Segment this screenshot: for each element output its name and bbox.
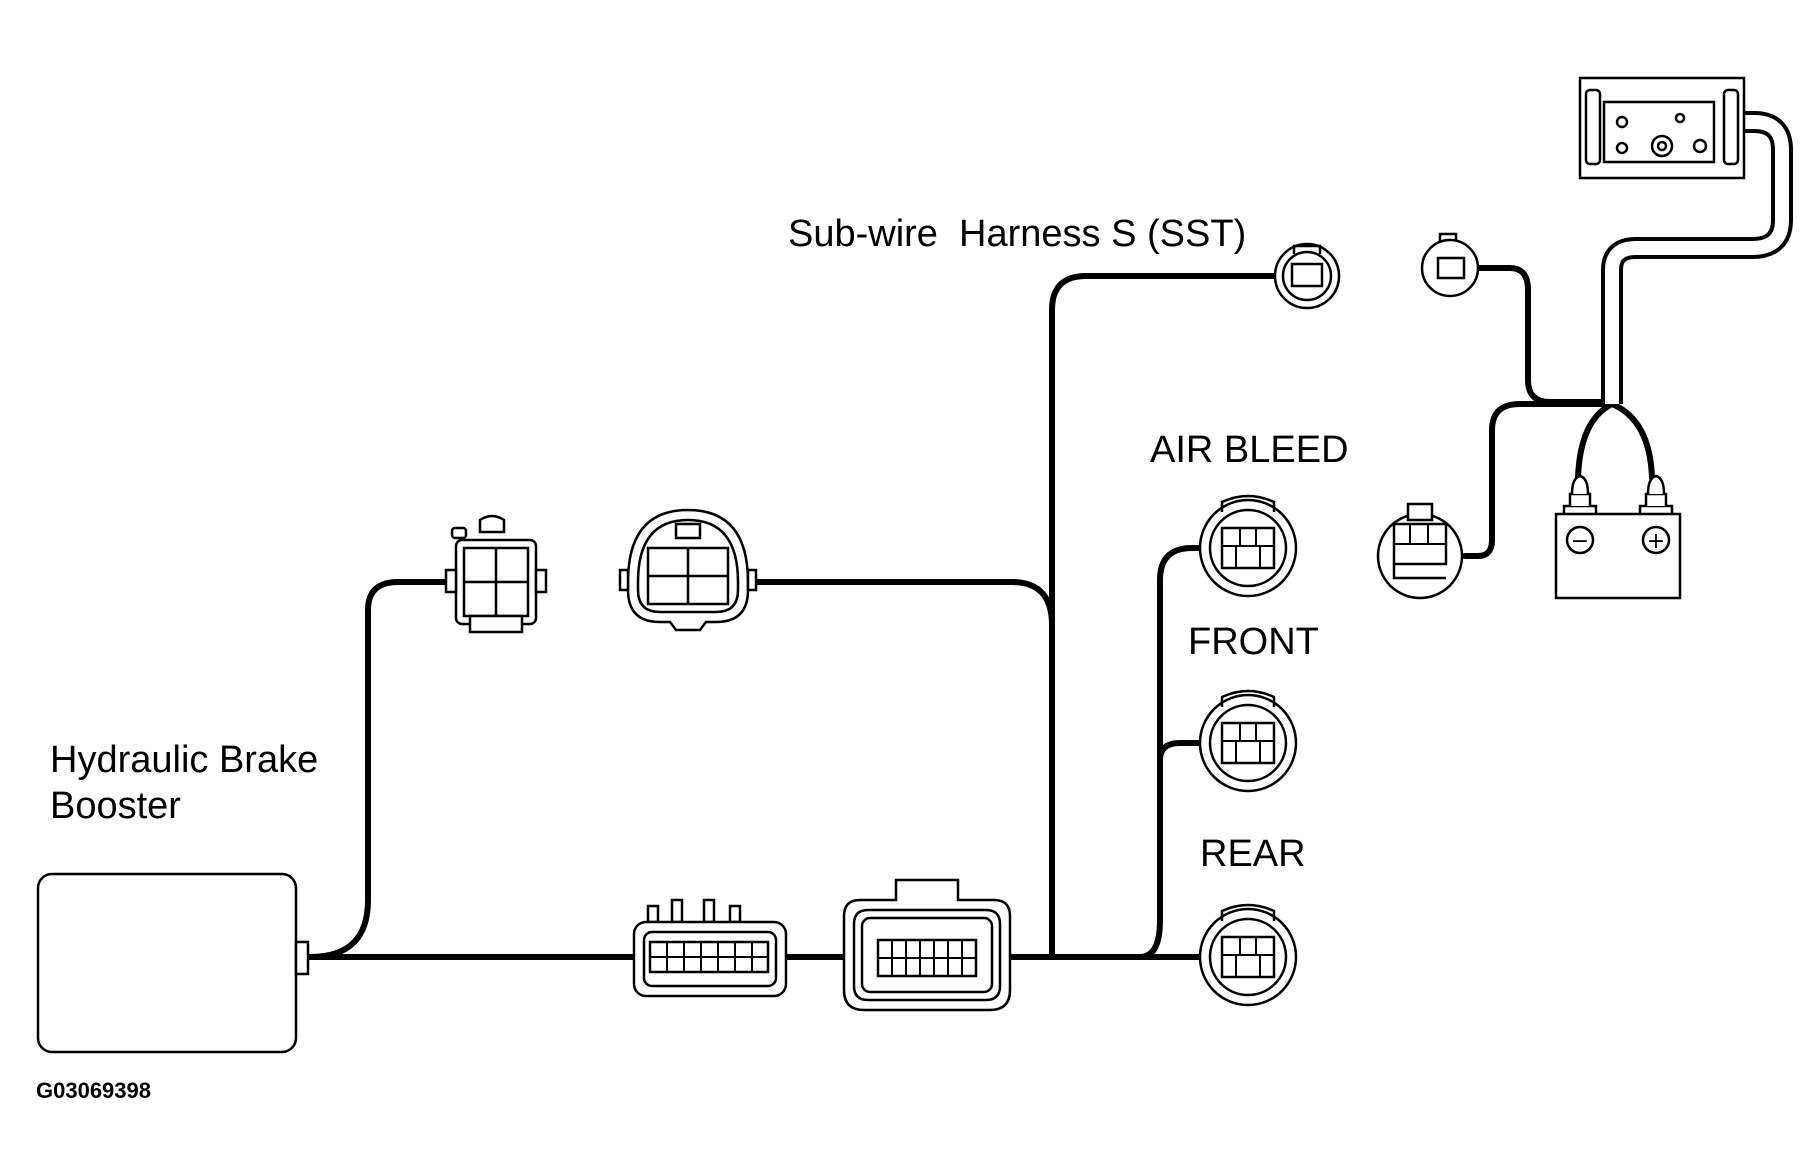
wire-battery-negative	[1575, 401, 1615, 481]
label-front: FRONT	[1188, 621, 1319, 663]
connector-bottom-male	[632, 898, 788, 998]
figure-code: G03069398	[36, 1078, 151, 1103]
connector-sensor	[1420, 232, 1480, 298]
connector-upper-male	[444, 514, 548, 634]
connector-front	[1198, 689, 1298, 793]
tester-cable	[1601, 111, 1793, 404]
wire-trunk-vertical	[1049, 273, 1285, 960]
wire-booster-to-upper-connector	[307, 579, 451, 960]
battery-negative-symbol: −	[1571, 529, 1589, 554]
battery-negative-icon	[1565, 525, 1595, 555]
wire-upper-connector-to-junction	[745, 579, 1055, 628]
battery: − +	[1554, 474, 1682, 600]
battery-positive-icon	[1641, 525, 1671, 555]
wire-branch-front	[1157, 740, 1211, 763]
wire-harness	[305, 265, 1655, 960]
label-booster-line1: Hydraulic Brake	[50, 739, 318, 781]
wire-right-connector-to-junction	[1462, 401, 1615, 559]
wire-sensor-to-junction	[1475, 265, 1615, 405]
connector-right	[1376, 502, 1464, 600]
connector-bottom-female	[842, 878, 1012, 1012]
diagnostic-tester	[1578, 76, 1746, 180]
battery-positive-symbol: +	[1647, 529, 1665, 554]
label-rear: REAR	[1200, 833, 1306, 875]
wire-battery-positive	[1609, 401, 1655, 481]
wire-branch-air-bleed-front	[1137, 545, 1211, 960]
connector-upper-female	[618, 508, 758, 632]
connector-rear	[1198, 903, 1298, 1007]
hydraulic-brake-booster-unit	[36, 872, 310, 1054]
label-air-bleed: AIR BLEED	[1150, 429, 1349, 471]
connector-air-bleed	[1198, 494, 1298, 598]
label-sub-wire-harness: Sub-wire Harness S (SST)	[788, 213, 1246, 255]
connector-sst	[1273, 242, 1341, 310]
label-booster-line2: Booster	[50, 785, 181, 827]
